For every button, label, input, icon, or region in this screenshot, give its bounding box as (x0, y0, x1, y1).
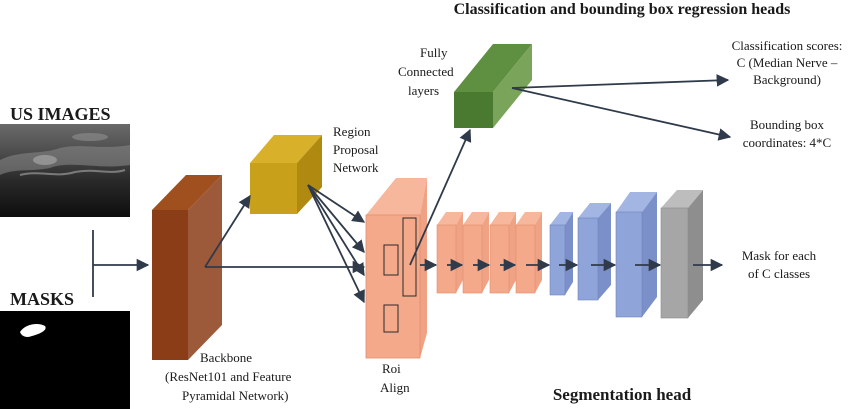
mask-line1: Mask for each (742, 248, 817, 263)
arrow-rpn-to-roi-1 (307, 184, 366, 223)
seg-layer-3 (489, 212, 516, 294)
roi-align-block (365, 178, 427, 359)
bbox-output-label: Bounding box coordinates: 4*C (743, 117, 831, 150)
segmentation-head-layers (436, 190, 703, 319)
fc-block (454, 44, 532, 128)
us-images-label: US IMAGES (10, 104, 111, 124)
backbone-label-line1: Backbone (200, 350, 252, 365)
bbox-line2: coordinates: 4*C (743, 135, 831, 150)
bbox-line1: Bounding box (750, 117, 825, 132)
seg-layer-2 (462, 212, 489, 294)
diagram-title: Classification and bounding box regressi… (454, 1, 791, 18)
roi-label-line2: Align (380, 380, 410, 395)
input-connector (92, 230, 150, 297)
mask-output-label: Mask for each of C classes (742, 248, 817, 281)
segmentation-head-label: Segmentation head (553, 385, 692, 404)
fc-label-line3: layers (408, 83, 439, 98)
fc-label-line1: Fully (420, 45, 448, 60)
backbone-label-line2: (ResNet101 and Feature (165, 369, 292, 384)
roi-label-line1: Roi (382, 361, 401, 376)
seg-layer-output (660, 190, 703, 319)
arrow-rpn-to-roi-2 (307, 184, 365, 253)
arrow-backbone-to-rpn (204, 194, 251, 268)
arrow-fc-to-classification (511, 74, 730, 89)
backbone-label-line3: Pyramidal Network) (182, 388, 289, 403)
classification-line2: C (Median Nerve – (737, 55, 838, 70)
ultrasound-image (0, 124, 130, 217)
seg-layer-4 (515, 212, 542, 294)
seg-layer-1 (436, 212, 463, 294)
seg-layer-6 (577, 203, 611, 301)
fc-label-line2: Connected (398, 64, 454, 79)
seg-layer-5 (549, 212, 573, 296)
rpn-label-line1: Region (333, 124, 371, 139)
mask-line2: of C classes (748, 266, 810, 281)
rpn-block (250, 135, 322, 214)
arrow-rpn-to-roi-4 (307, 184, 365, 304)
classification-line1: Classification scores: (732, 38, 843, 53)
arrow-roi-to-fc (409, 128, 472, 266)
mask-image (0, 311, 130, 409)
rpn-label-line3: Network (333, 160, 379, 175)
masks-label: MASKS (10, 289, 74, 309)
classification-line3: Background) (753, 72, 821, 87)
classification-output-label: Classification scores: C (Median Nerve –… (732, 38, 843, 87)
seg-layer-7 (615, 192, 657, 318)
arrow-fc-to-bbox (511, 87, 732, 141)
arrow-rpn-to-roi-3 (307, 184, 365, 277)
flow-arrows (204, 74, 732, 304)
rpn-label-line2: Proposal (333, 142, 379, 157)
